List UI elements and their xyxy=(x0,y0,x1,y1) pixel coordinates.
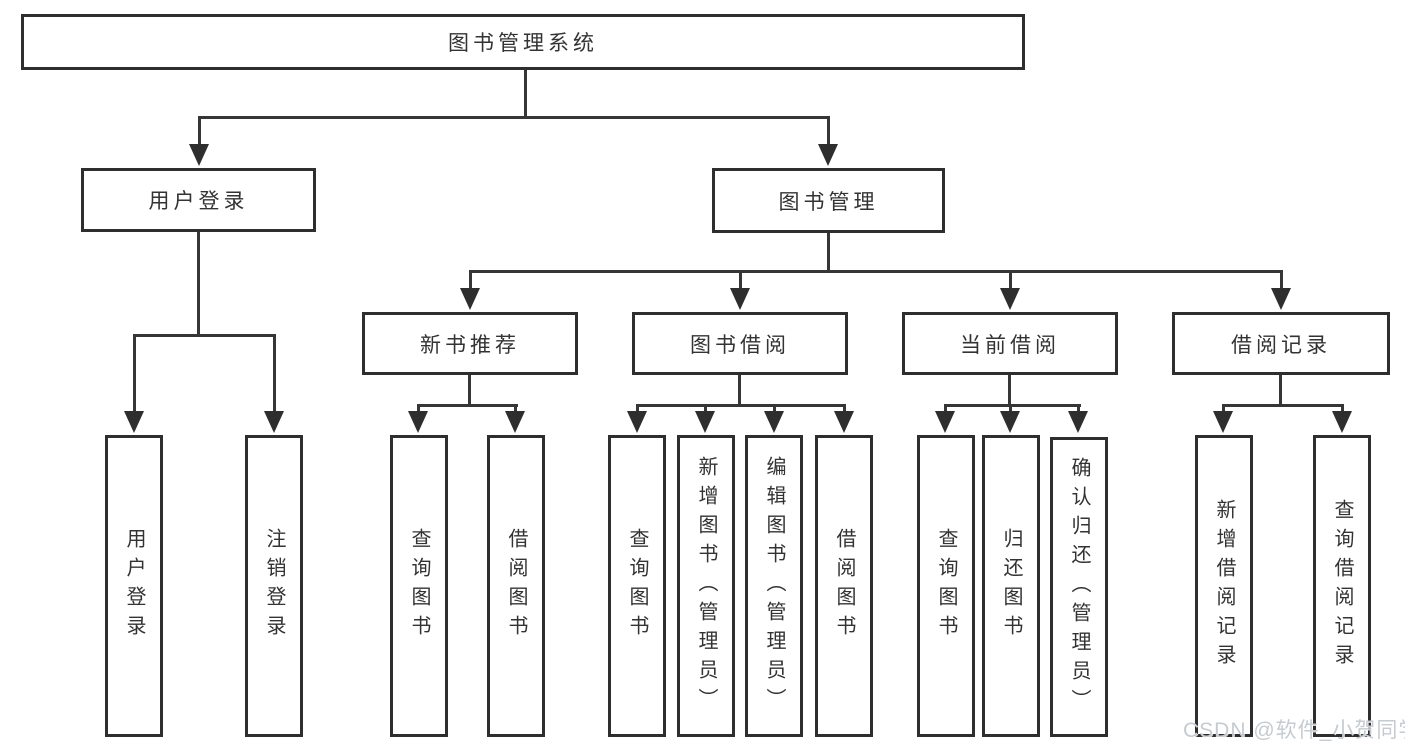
connector-userlogin-rail xyxy=(133,334,276,337)
node-new-books-label: 新书推荐 xyxy=(420,333,520,357)
leaf-borrow-books-1-label: 借阅图书 xyxy=(505,528,527,644)
leaf-query-books-2: 查询图书 xyxy=(608,435,666,737)
connector-arrow-line xyxy=(636,404,639,413)
arrow-down-icon xyxy=(818,144,838,166)
connector-arrow-line xyxy=(514,404,517,413)
connector-currentborrow-rail xyxy=(944,404,1081,407)
leaf-query-borrow-record-label: 查询借阅记录 xyxy=(1331,499,1353,673)
leaf-confirm-return-admin-label: 确认归还（管理员） xyxy=(1068,456,1090,718)
leaf-return-books-label: 归还图书 xyxy=(1000,528,1022,644)
arrow-down-icon xyxy=(505,411,525,433)
connector-arrow-line xyxy=(417,404,420,413)
leaf-query-books-2-label: 查询图书 xyxy=(626,528,648,644)
connector-arrow-line xyxy=(843,404,846,413)
arrow-down-icon xyxy=(834,411,854,433)
node-root: 图书管理系统 xyxy=(21,14,1025,70)
arrow-down-icon xyxy=(1000,288,1020,310)
leaf-query-books-3-label: 查询图书 xyxy=(935,528,957,644)
connector-arrow-line xyxy=(1280,270,1283,290)
connector-currentborrow-stem xyxy=(1008,375,1011,407)
connector-arrow-line xyxy=(273,334,276,413)
connector-arrow-line xyxy=(1222,404,1225,413)
connector-bookborrow-stem xyxy=(738,375,741,407)
leaf-query-books-3: 查询图书 xyxy=(917,435,975,737)
csdn-watermark: CSDN @软件_小贺同学 xyxy=(1183,719,1405,742)
leaf-query-books-1-label: 查询图书 xyxy=(408,528,430,644)
node-current-borrow: 当前借阅 xyxy=(902,312,1118,375)
leaf-add-borrow-record: 新增借阅记录 xyxy=(1195,435,1253,737)
leaf-user-login: 用户登录 xyxy=(105,435,163,737)
arrow-down-icon xyxy=(935,411,955,433)
arrow-down-icon xyxy=(695,411,715,433)
connector-arrow-line xyxy=(704,404,707,413)
arrow-down-icon xyxy=(460,288,480,310)
leaf-borrow-books-1: 借阅图书 xyxy=(487,435,545,737)
connector-bookmgmt-stem xyxy=(827,233,830,273)
leaf-logout: 注销登录 xyxy=(245,435,303,737)
connector-arrow-userlogin-line xyxy=(198,116,201,146)
leaf-add-books-admin: 新增图书（管理员） xyxy=(677,435,735,737)
connector-arrow-line xyxy=(773,404,776,413)
arrow-down-icon xyxy=(1068,411,1088,433)
leaf-add-borrow-record-label: 新增借阅记录 xyxy=(1213,499,1235,673)
arrow-down-icon xyxy=(264,411,284,433)
connector-newbooks-rail xyxy=(417,404,518,407)
node-root-label: 图书管理系统 xyxy=(448,32,598,55)
arrow-down-icon xyxy=(730,288,750,310)
connector-borrowrecords-rail xyxy=(1222,404,1344,407)
leaf-query-books-1: 查询图书 xyxy=(390,435,448,737)
arrow-down-icon xyxy=(1271,288,1291,310)
leaf-edit-books-admin-label: 编辑图书（管理员） xyxy=(763,455,785,717)
leaf-borrow-books-2: 借阅图书 xyxy=(815,435,873,737)
connector-arrow-line xyxy=(1077,404,1080,413)
connector-newbooks-stem xyxy=(468,375,471,407)
arrow-down-icon xyxy=(627,411,647,433)
node-new-books: 新书推荐 xyxy=(362,312,578,375)
connector-arrow-line xyxy=(739,270,742,290)
connector-bookborrow-rail xyxy=(636,404,846,407)
leaf-edit-books-admin: 编辑图书（管理员） xyxy=(745,435,803,737)
node-user-login-label: 用户登录 xyxy=(148,190,249,213)
leaf-confirm-return-admin: 确认归还（管理员） xyxy=(1050,437,1108,737)
node-book-borrow: 图书借阅 xyxy=(632,312,848,375)
node-book-borrow-label: 图书借阅 xyxy=(690,333,790,357)
leaf-borrow-books-2-label: 借阅图书 xyxy=(833,528,855,644)
connector-arrow-line xyxy=(469,270,472,290)
arrow-down-icon xyxy=(124,411,144,433)
node-book-mgmt-label: 图书管理 xyxy=(778,190,879,214)
leaf-query-borrow-record: 查询借阅记录 xyxy=(1313,435,1371,737)
leaf-logout-label: 注销登录 xyxy=(263,528,285,644)
leaf-return-books: 归还图书 xyxy=(982,435,1040,737)
leaf-add-books-admin-label: 新增图书（管理员） xyxy=(695,455,717,717)
connector-arrow-line xyxy=(1009,270,1012,290)
connector-root-stem xyxy=(524,70,527,119)
node-borrow-records-label: 借阅记录 xyxy=(1231,333,1331,357)
arrow-down-icon xyxy=(408,411,428,433)
arrow-down-icon xyxy=(1332,411,1352,433)
node-borrow-records: 借阅记录 xyxy=(1172,312,1390,375)
arrow-down-icon xyxy=(1000,411,1020,433)
arrow-down-icon xyxy=(1213,411,1233,433)
connector-arrow-bookmgmt-line xyxy=(827,116,830,146)
connector-arrow-line xyxy=(1009,404,1012,413)
connector-userlogin-stem xyxy=(197,232,200,337)
leaf-user-login-label: 用户登录 xyxy=(123,528,145,644)
node-user-login: 用户登录 xyxy=(81,168,316,232)
node-book-mgmt: 图书管理 xyxy=(712,168,945,233)
arrow-down-icon xyxy=(764,411,784,433)
connector-arrow-line xyxy=(1341,404,1344,413)
connector-bookmgmt-rail xyxy=(469,270,1283,273)
connector-borrowrecords-stem xyxy=(1279,375,1282,407)
connector-arrow-line xyxy=(133,334,136,413)
connector-level1-rail xyxy=(198,116,830,119)
arrow-down-icon xyxy=(189,144,209,166)
connector-arrow-line xyxy=(944,404,947,413)
node-current-borrow-label: 当前借阅 xyxy=(960,333,1060,357)
